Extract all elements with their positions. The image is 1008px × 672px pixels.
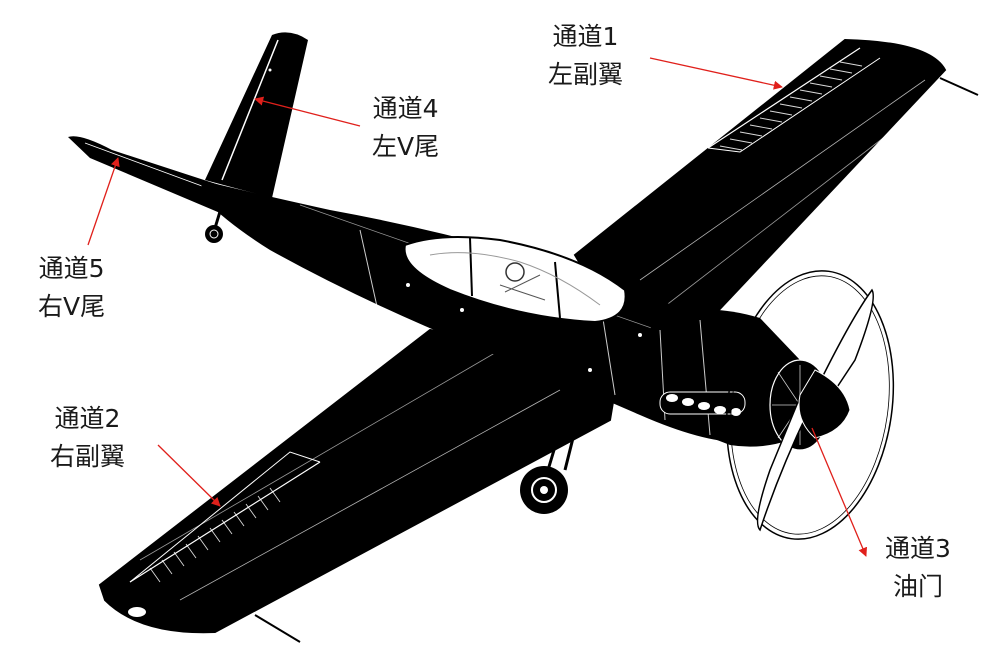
label-channel-1-name: 通道1 [552, 22, 619, 51]
label-channel-4-function: 左V尾 [372, 132, 440, 161]
label-channel-3-name: 通道3 [885, 534, 951, 563]
label-channel-2-function: 右副翼 [50, 442, 126, 471]
label-channel-5-name: 通道5 [38, 254, 105, 283]
label-channel-4-name: 通道4 [372, 94, 439, 123]
label-channel-1: 通道1 左副翼 [548, 18, 623, 94]
label-channel-4: 通道4 左V尾 [372, 90, 439, 166]
pointer-ch4 [254, 96, 361, 127]
left-wing [573, 38, 979, 331]
label-channel-2: 通道2 右副翼 [50, 400, 125, 476]
pointer-ch3 [811, 427, 868, 557]
right-wing [98, 328, 622, 643]
label-channel-3-function: 油门 [892, 572, 943, 601]
pointer-ch1 [649, 57, 783, 90]
label-channel-5-function: 右V尾 [38, 292, 106, 321]
label-channel-5: 通道5 右V尾 [38, 250, 105, 326]
pointer-ch5 [87, 157, 120, 246]
landing-gear [205, 204, 577, 514]
label-channel-2-name: 通道2 [54, 404, 121, 433]
pointer-ch2 [157, 444, 221, 507]
pointer-arrows [87, 57, 868, 557]
left-v-tail [205, 32, 308, 198]
propeller [725, 270, 895, 540]
canopy [403, 235, 627, 324]
label-channel-3: 通道3 油门 [885, 530, 951, 606]
label-channel-1-function: 左副翼 [548, 60, 624, 89]
